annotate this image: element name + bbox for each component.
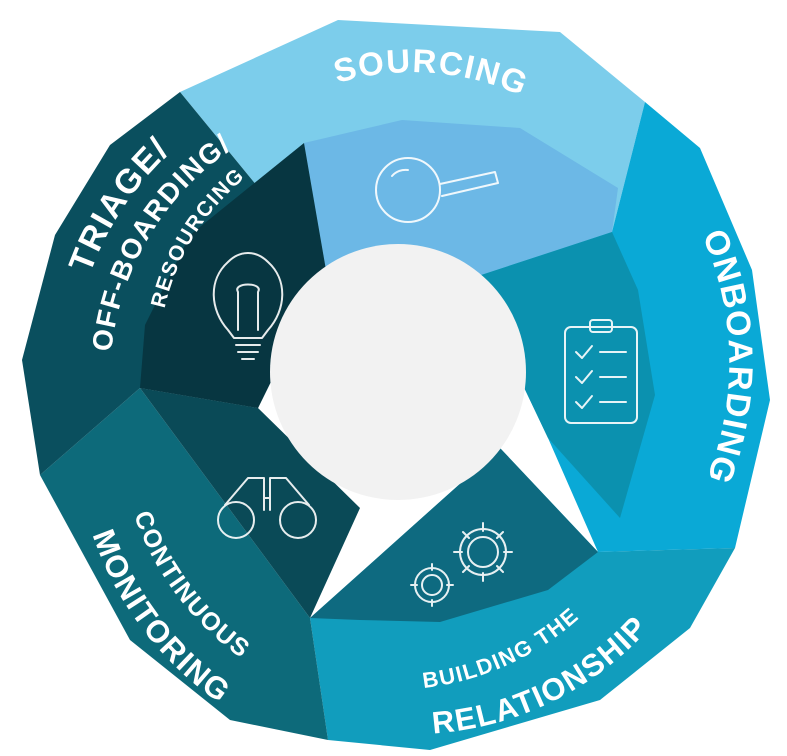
segment-onboarding-inner	[472, 232, 655, 518]
lightbulb-icon	[212, 252, 284, 360]
stage-onboarding: ONBOARDING	[472, 102, 770, 552]
segment-sourcing-inner	[304, 120, 618, 278]
clipboard-checklist-icon	[564, 319, 638, 424]
center-hub	[270, 244, 526, 500]
magnifier-icon	[375, 157, 499, 223]
segment-monitoring-inner	[140, 388, 360, 618]
binoculars-icon	[217, 477, 317, 539]
segment-monitoring-outer	[40, 388, 328, 740]
segment-relationship-inner	[310, 448, 598, 622]
stage-building-the-relationship: BUILDING THE RELATIONSHIP	[310, 448, 735, 750]
gears-icon	[410, 522, 513, 607]
